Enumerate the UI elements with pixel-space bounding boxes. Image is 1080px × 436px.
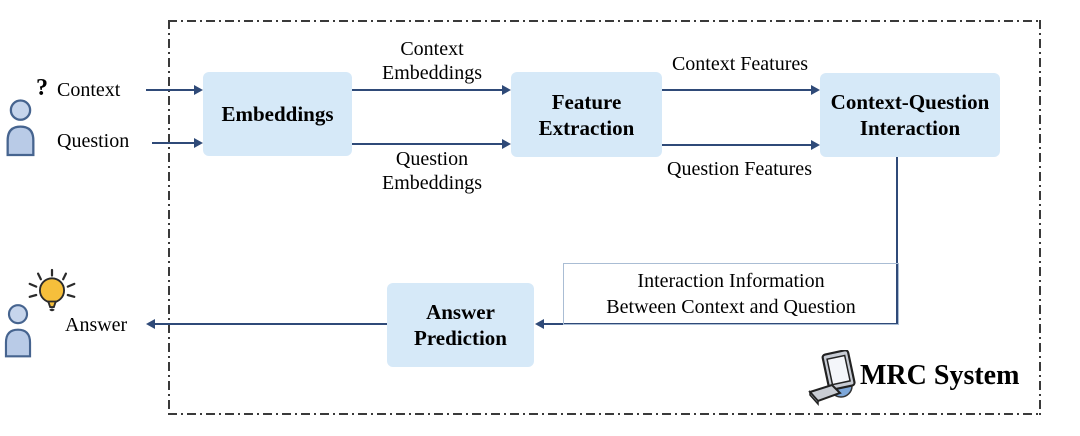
question-arrowhead — [194, 138, 203, 148]
question-embeddings-label: Question Embeddings — [382, 148, 482, 194]
interaction-information-label: Interaction Information Between Context … — [563, 263, 899, 325]
answer-output-label: Answer — [65, 314, 128, 336]
context-question-interaction-box: Context-Question Interaction — [820, 73, 1000, 157]
question-embeddings-arrowhead — [502, 139, 511, 149]
answer-arrowhead — [146, 319, 155, 329]
interaction-down-line — [896, 157, 898, 324]
person-icon — [4, 304, 32, 358]
question-input-label: Question — [57, 130, 130, 152]
interaction-arrowhead — [535, 319, 544, 329]
person-icon — [6, 99, 35, 157]
question-features-arrowhead — [811, 140, 820, 150]
question-mark: ? — [36, 75, 48, 101]
context-arrow — [146, 89, 196, 91]
question-features-label: Question Features — [667, 158, 812, 180]
context-features-arrow — [662, 89, 812, 91]
context-features-label: Context Features — [671, 53, 809, 75]
question-arrow — [152, 142, 196, 144]
lightbulb-icon — [28, 268, 76, 312]
answer-arrow — [154, 323, 387, 325]
system-boundary-left — [168, 20, 170, 415]
context-embeddings-label: Context Embeddings — [382, 38, 482, 84]
context-features-arrowhead — [811, 85, 820, 95]
system-boundary-top — [168, 20, 1041, 22]
context-embeddings-arrow — [352, 89, 503, 91]
answer-prediction-box: Answer Prediction — [387, 283, 534, 367]
embeddings-box: Embeddings — [203, 72, 352, 156]
context-input-label: Context — [57, 79, 121, 101]
question-features-arrow — [662, 144, 812, 146]
context-arrowhead — [194, 85, 203, 95]
system-boundary-bottom — [168, 413, 1041, 415]
system-title: MRC System — [860, 360, 1020, 391]
context-embeddings-arrowhead — [502, 85, 511, 95]
feature-extraction-box: Feature Extraction — [511, 72, 662, 157]
system-boundary-right — [1039, 20, 1041, 415]
computer-icon — [808, 350, 856, 406]
question-embeddings-arrow — [352, 143, 503, 145]
